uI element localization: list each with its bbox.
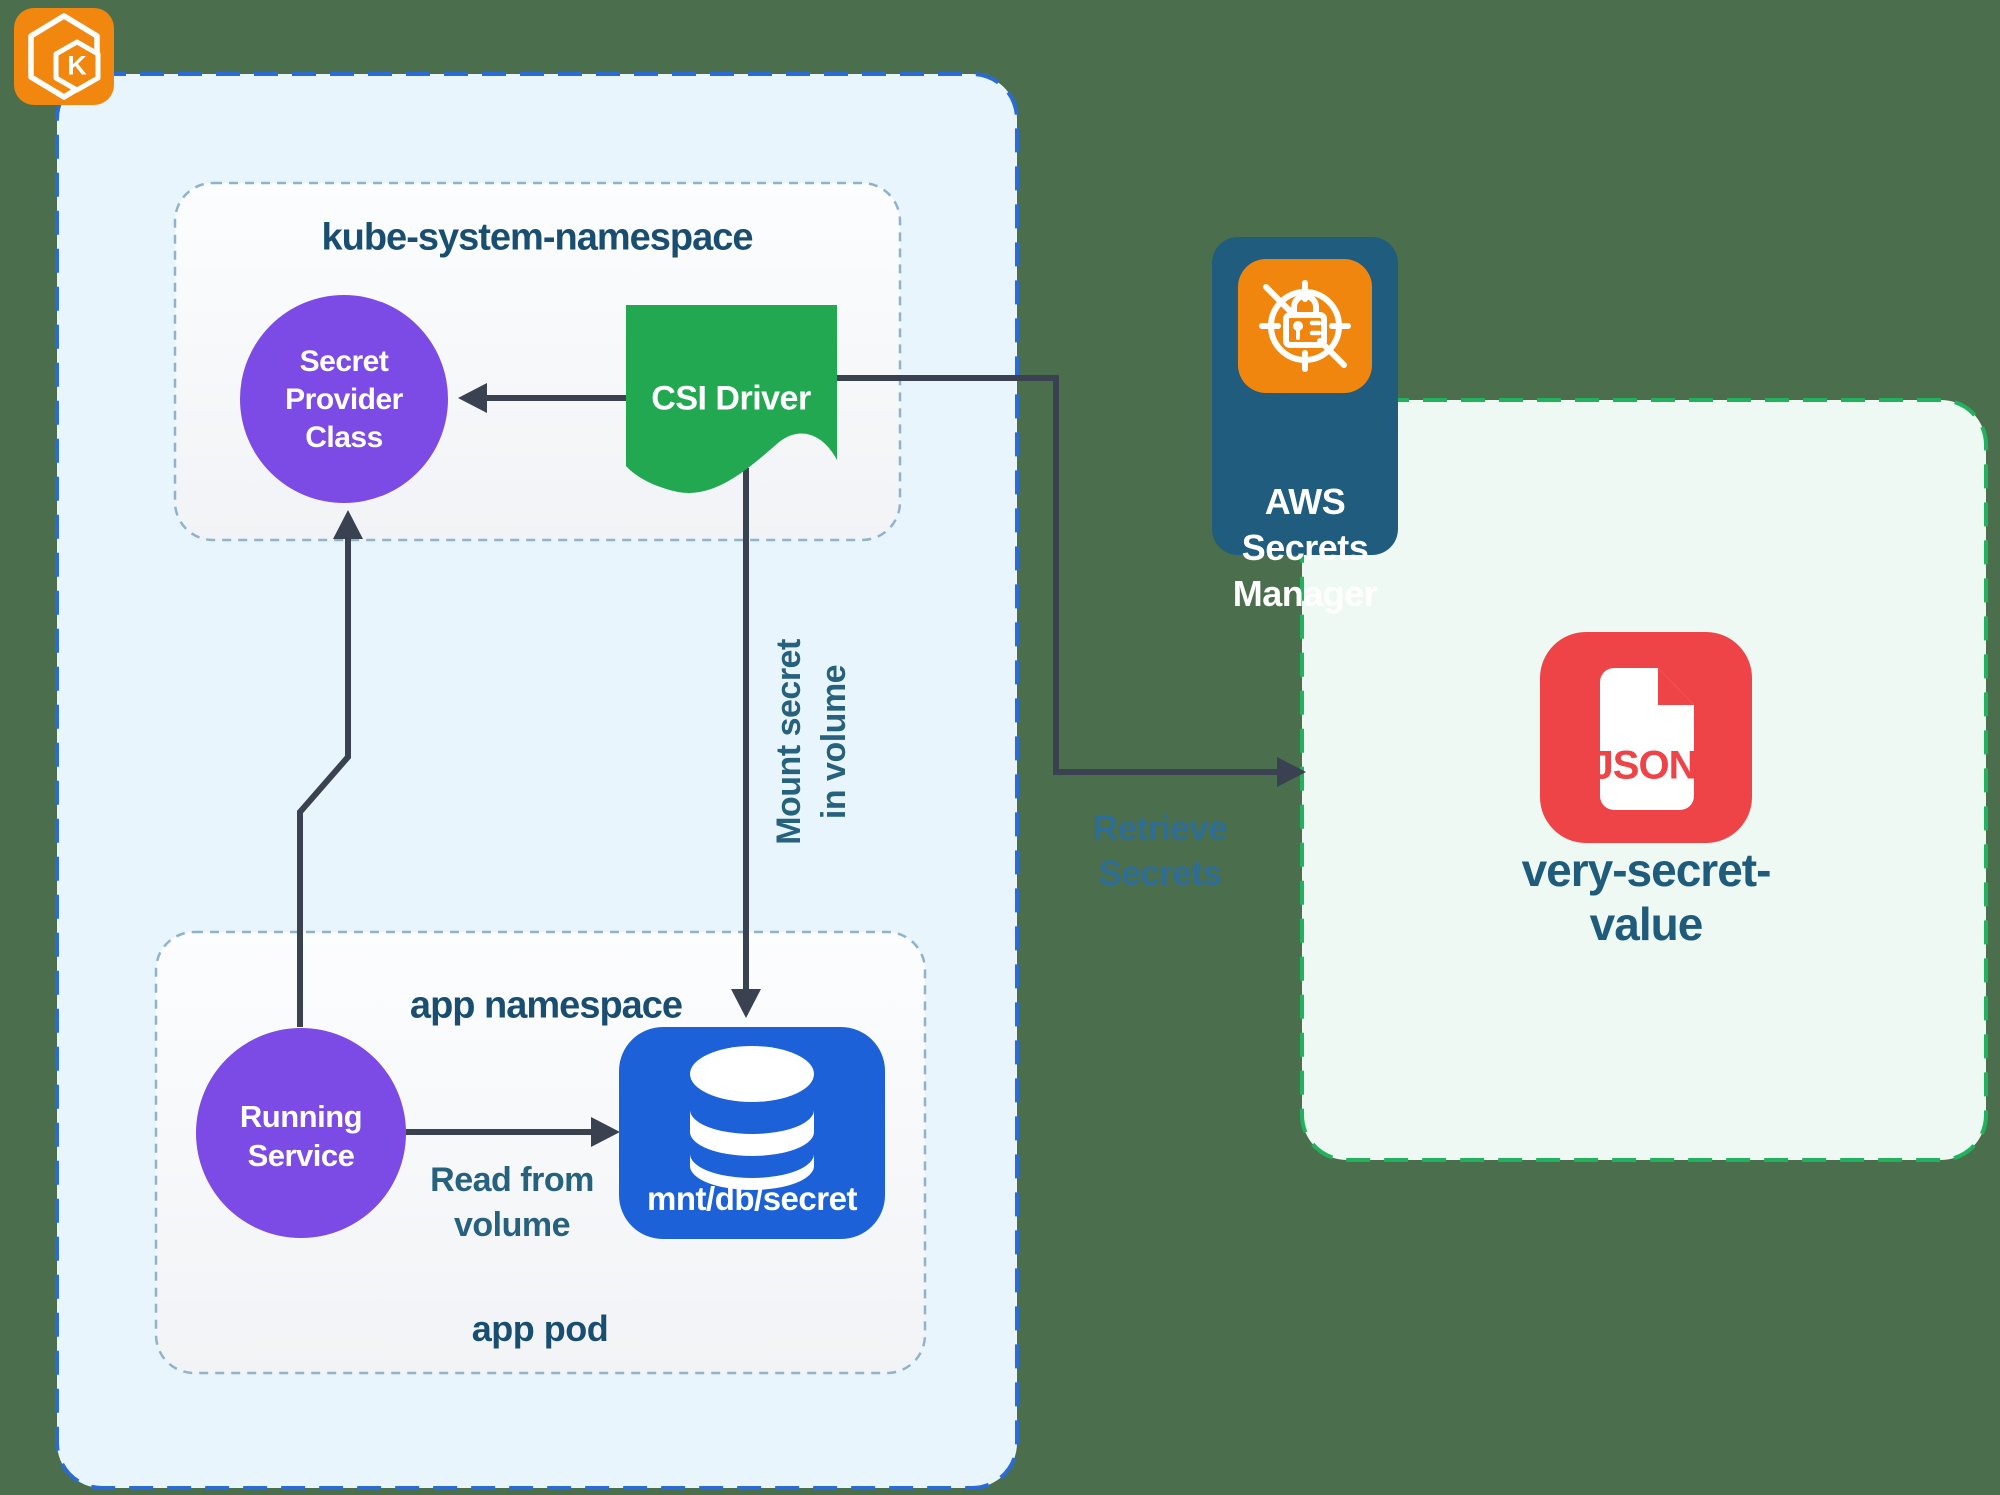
arrow-heads [333,383,1306,1147]
running-service-label: Running Service [239,1099,363,1173]
aws-secrets-manager-icon-box [1238,259,1372,393]
read-from-volume-label: Read from volume [430,1161,594,1244]
database-icon [690,1046,814,1190]
arrow-lines [297,375,1282,1135]
app-pod-label: app pod [471,1308,609,1349]
k8s-logo-letter: K [67,50,87,81]
mnt-db-secret-label: mnt/db/secret [647,1180,857,1217]
kubernetes-logo: K [14,8,114,105]
mount-secret-label: Mount secret in volume [770,639,853,845]
arrow-retrieve-secrets [836,375,1282,775]
secret-provider-class-label: Secret Provider Class [285,345,403,454]
aws-secrets-manager-card: AWS Secrets Manager [1212,237,1398,614]
csi-driver-node [626,305,837,493]
very-secret-value-label: very-secret-value [1521,844,1772,950]
secret-provider-class-node [240,295,448,503]
json-file-icon: JSON [1540,632,1752,843]
app-namespace-title: app namespace [409,984,683,1027]
aws-secrets-manager-label: AWS Secrets Manager [1232,481,1378,614]
retrieve-secrets-label: Retrieve Secrets [1092,809,1228,893]
aws-lock-target-icon [1259,280,1351,372]
running-service-node [196,1028,406,1238]
kube-system-namespace-title: kube-system-namespace [321,216,754,259]
k8s-hexagon-icon [28,13,101,100]
json-document-glyph [1600,668,1694,810]
arrow-running-to-spc [297,534,351,1027]
json-file-badge: JSON [1591,743,1698,788]
mnt-db-secret-node [619,1027,885,1239]
csi-driver-label: CSI Driver [651,379,811,418]
